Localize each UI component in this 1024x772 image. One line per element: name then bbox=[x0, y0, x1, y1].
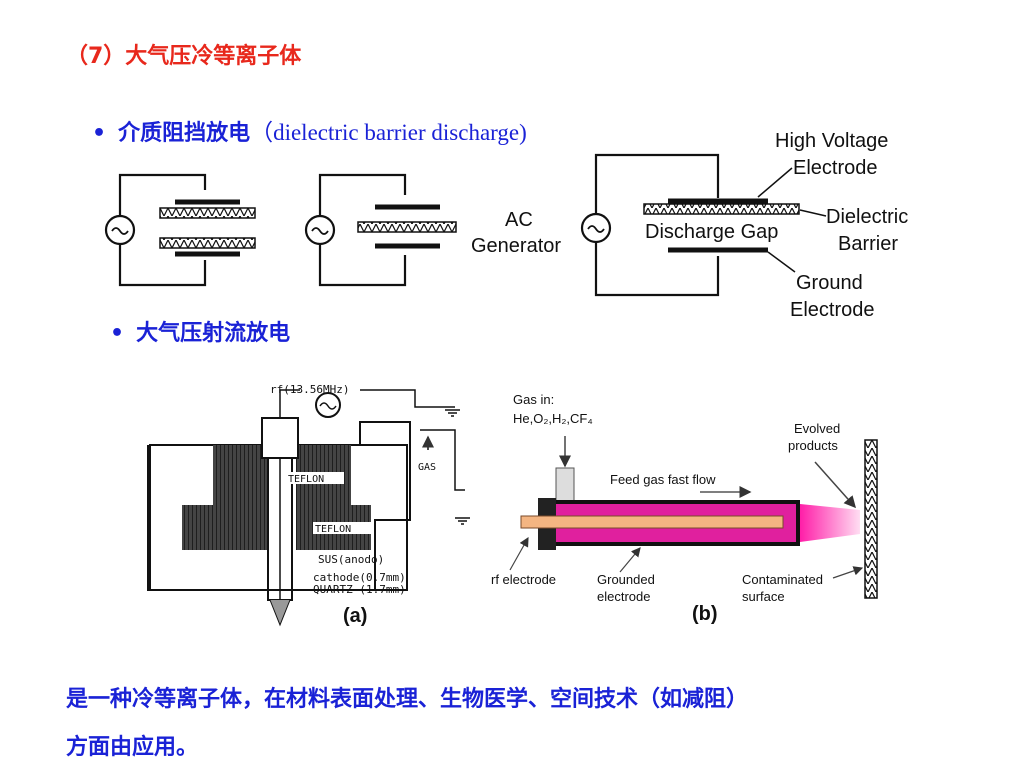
dbd-circuit-2 bbox=[304, 173, 457, 287]
contaminated-label-2: surface bbox=[742, 589, 785, 604]
ground-label-1: Ground bbox=[796, 272, 863, 294]
teflon-label-1: TEFLON bbox=[288, 474, 324, 485]
bullet-dot: • bbox=[110, 321, 125, 346]
feed-gas-label: Feed gas fast flow bbox=[610, 472, 716, 487]
evolved-label-2: products bbox=[788, 438, 838, 453]
rf-electrode-label: rf electrode bbox=[491, 572, 556, 587]
bullet-dbd-zh: 介质阻挡放电 bbox=[118, 121, 251, 146]
bullet-dbd: • 介质阻挡放电（dielectric barrier discharge) bbox=[92, 113, 527, 147]
dielectric-label-2: Barrier bbox=[838, 233, 898, 255]
ground-label-2: Electrode bbox=[790, 299, 875, 321]
gas-label: GAS bbox=[418, 462, 436, 473]
dielectric-label-1: Dielectric bbox=[826, 206, 908, 228]
cathode-label: cathode(0.7mm) bbox=[313, 571, 406, 584]
gas-list-label: He,O₂,H₂,CF₄ bbox=[513, 411, 593, 426]
high-voltage-label-1: High Voltage bbox=[775, 130, 888, 152]
teflon-tag-2 bbox=[313, 522, 371, 534]
gas-in-label: Gas in: bbox=[513, 392, 554, 407]
dbd-circuit-3 bbox=[580, 153, 827, 297]
dbd-circuit-1 bbox=[104, 173, 256, 287]
teflon-tag-1 bbox=[286, 472, 344, 484]
caption-a: (a) bbox=[343, 605, 367, 627]
rf-label: rf(13.56MHz) bbox=[270, 383, 349, 396]
teflon-label-2: TEFLON bbox=[315, 524, 351, 535]
jet-diagram-a bbox=[147, 389, 470, 627]
high-voltage-label-2: Electrode bbox=[793, 157, 878, 179]
evolved-label-1: Evolved bbox=[794, 421, 840, 436]
sus-label: SUS(anodo) bbox=[318, 553, 384, 566]
discharge-gap-label: Discharge Gap bbox=[645, 221, 778, 243]
grounded-label-1: Grounded bbox=[597, 572, 655, 587]
ac-label-2: Generator bbox=[471, 235, 561, 257]
jet-diagram-b bbox=[509, 436, 878, 599]
caption-b: (b) bbox=[692, 603, 718, 625]
bullet-dbd-en: （dielectric barrier discharge) bbox=[250, 120, 527, 145]
footer-line-2: 方面由应用。 bbox=[66, 735, 199, 760]
bullet-jet-text: 大气压射流放电 bbox=[136, 321, 291, 346]
ac-label-1: AC bbox=[505, 209, 533, 231]
bullet-jet: • 大气压射流放电 bbox=[110, 315, 290, 347]
contaminated-label-1: Contaminated bbox=[742, 572, 823, 587]
grounded-label-2: electrode bbox=[597, 589, 650, 604]
bullet-dot: • bbox=[92, 121, 107, 146]
quartz-label: QUARTZ (1.7mm) bbox=[313, 583, 406, 596]
slide-title: （7）大气压冷等离子体 bbox=[66, 44, 302, 69]
footer-text: 是一种冷等离子体，在材料表面处理、生物医学、空间技术（如减阻） 方面由应用。 bbox=[66, 676, 966, 772]
footer-line-1: 是一种冷等离子体，在材料表面处理、生物医学、空间技术（如减阻） bbox=[66, 687, 749, 712]
